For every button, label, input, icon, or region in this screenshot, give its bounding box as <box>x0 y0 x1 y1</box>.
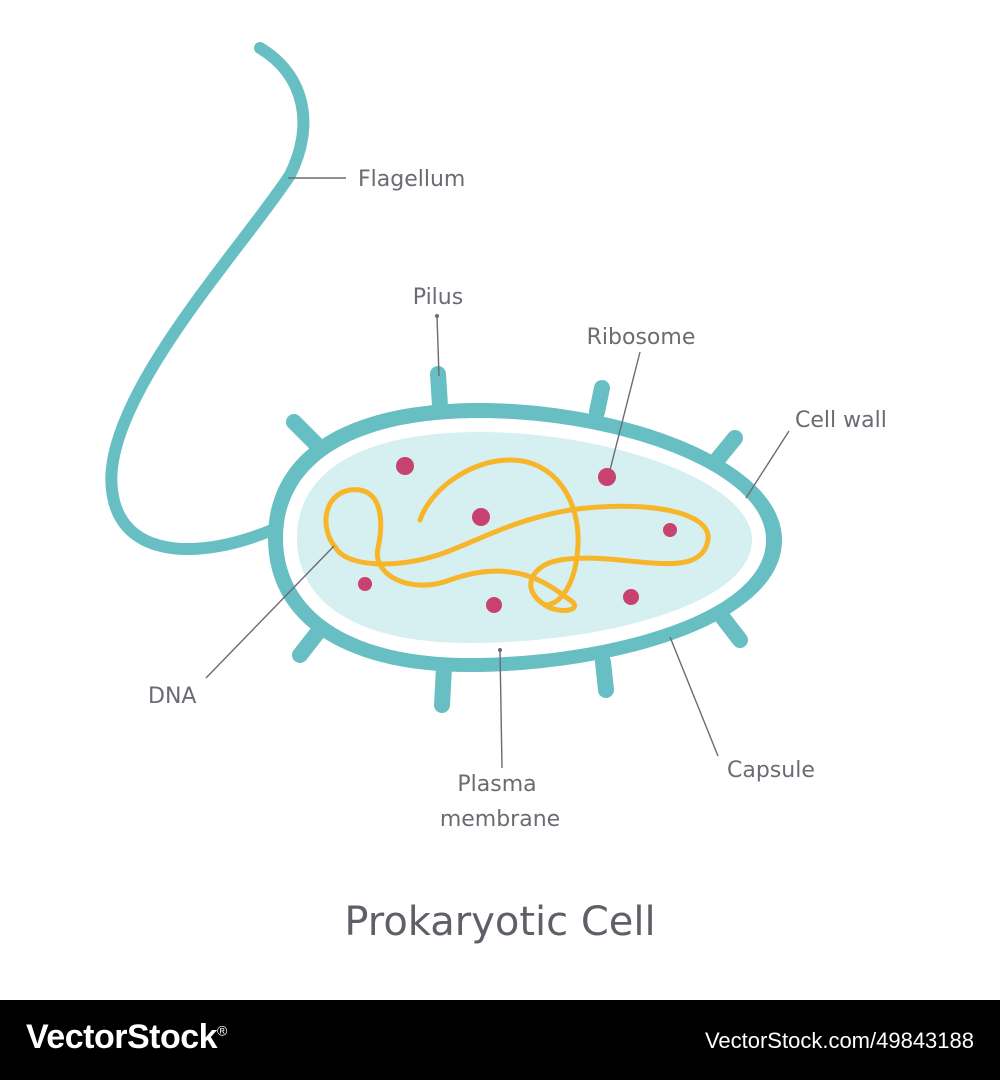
dna-loop <box>417 457 581 608</box>
ribosome-leader <box>609 351 641 471</box>
pilus <box>709 430 743 468</box>
capsule-label: Capsule <box>727 758 815 783</box>
ribosomes <box>358 457 677 613</box>
ribosome-dot <box>623 589 639 605</box>
flagellum-label: Flagellum <box>358 167 465 192</box>
capsule-leader <box>669 636 719 757</box>
vectorstock-logo: VectorStock® <box>26 1018 227 1057</box>
dna <box>323 487 711 613</box>
cell-wall-label: Cell wall <box>795 408 887 433</box>
ribosome-dot <box>396 457 414 475</box>
registered-mark: ® <box>217 1022 227 1039</box>
diagram-title: Prokaryotic Cell <box>344 899 655 945</box>
cytoplasm <box>297 432 752 643</box>
pilus <box>286 414 323 451</box>
pilus <box>430 366 448 414</box>
pili <box>286 366 748 713</box>
cell-wall-leader <box>745 430 790 499</box>
ribosome-dot <box>486 597 502 613</box>
prokaryotic-cell-diagram: Flagellum Pilus Ribosome Cell wall DNA P… <box>105 42 887 945</box>
flagellum <box>105 42 310 555</box>
plasma-membrane-label-line2: membrane <box>440 807 560 832</box>
leader-lines <box>205 177 790 769</box>
ribosome-dot <box>358 577 372 591</box>
pilus <box>595 654 614 698</box>
pilus <box>715 610 748 648</box>
ribosome-dot <box>663 523 677 537</box>
flagellum-tip <box>257 45 306 178</box>
pilus-leader <box>436 315 440 377</box>
pilus <box>589 380 610 420</box>
plasma-membrane-leader <box>499 649 503 769</box>
ribosome-label: Ribosome <box>587 325 696 350</box>
plasma-membrane-label-line1: Plasma <box>457 772 536 797</box>
brand-name: VectorStock <box>26 1018 218 1056</box>
ribosome-dot <box>598 468 616 486</box>
leader-dots <box>435 314 502 652</box>
image-credit: VectorStock.com/49843188 <box>704 1028 974 1053</box>
dna-label: DNA <box>148 684 196 709</box>
dna-leader <box>205 545 335 679</box>
pilus <box>292 624 326 663</box>
watermark-footer: VectorStock® VectorStock.com/49843188 <box>0 1000 1000 1080</box>
pilus <box>434 660 452 713</box>
ribosome-dot <box>472 508 490 526</box>
pilus-label: Pilus <box>413 285 463 310</box>
